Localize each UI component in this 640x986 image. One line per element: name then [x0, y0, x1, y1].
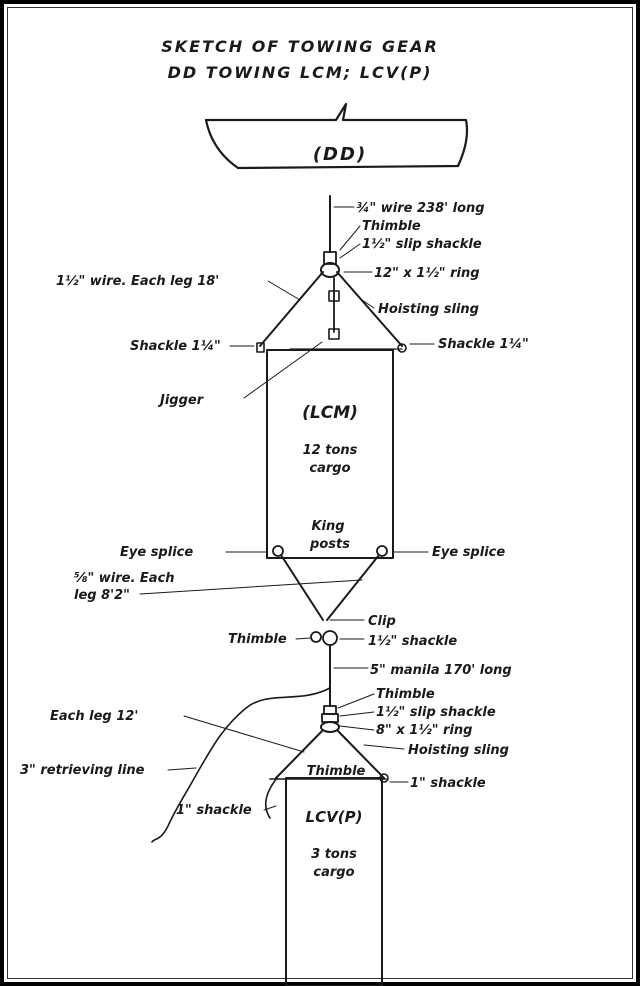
eye-splice-right [376, 545, 388, 557]
label-manila: 5" manila 170' long [370, 663, 512, 678]
leader-wire-8 [139, 579, 363, 595]
lcm-box [266, 349, 394, 559]
ship-hull-outline [204, 102, 469, 170]
label-jigger: Jigger [157, 393, 205, 408]
sling-leg-right [336, 271, 403, 347]
label-eye-splice-left: Eye splice [120, 545, 193, 560]
leader-each-leg-12 [183, 715, 305, 753]
lcvp-cargo-line-2: cargo [313, 865, 354, 880]
label-wire-18: 1½" wire. Each leg 18' [56, 274, 219, 289]
label-shackle-1-right: 1" shackle [410, 776, 486, 791]
label-shackle-right-top: Shackle 1¼" [438, 337, 529, 352]
retrieving-line [151, 687, 331, 843]
lcvp-name: LCV(P) [306, 808, 363, 826]
shackle-mid [322, 630, 338, 646]
label-ring-top: 12" x 1½" ring [374, 266, 480, 281]
lcvp-sling-leg-right [336, 729, 385, 779]
label-slip-shackle-top: 1½" slip shackle [362, 237, 482, 252]
label-clip: Clip [368, 614, 396, 629]
label-eye-splice-right: Eye splice [432, 545, 505, 560]
leader-slip-shackle-low [339, 711, 375, 717]
shackle-left-top [256, 342, 265, 353]
jigger-block-bottom [328, 328, 340, 340]
king-posts-line-1: King [311, 519, 344, 534]
label-thimble-top: Thimble [362, 219, 421, 234]
leader-thimble-mid [295, 637, 311, 640]
title-line-1: SKETCH OF TOWING GEAR [161, 37, 439, 56]
leader-hoisting-sling-top [361, 299, 375, 309]
shackle-right-top [397, 343, 407, 353]
eye-splice-left [272, 545, 284, 557]
shackle-1-right [379, 773, 389, 783]
bridle-leg-right [326, 554, 380, 621]
leader-slip-shackle-top [339, 243, 361, 259]
leader-jigger [243, 341, 323, 399]
ring-top [320, 262, 340, 278]
label-wire-8-line-1: ⅝" wire. Each [74, 571, 175, 586]
label-ring-low: 8" x 1½" ring [376, 723, 472, 738]
label-wire-8-line-2: leg 8'2" [74, 588, 130, 603]
leader-wire-18 [267, 280, 301, 301]
label-hoisting-sling-low: Hoisting sling [408, 743, 509, 758]
ring-low [320, 721, 340, 733]
sling-leg-left [259, 271, 324, 347]
label-slip-shackle-low: 1½" slip shackle [376, 705, 496, 720]
lcm-name: (LCM) [302, 403, 358, 423]
label-hoisting-sling-top: Hoisting sling [378, 302, 479, 317]
lcvp-cargo-line-1: 3 tons [311, 847, 357, 862]
jigger-block-top [328, 290, 340, 302]
lcvp-sling-leg-left [275, 729, 324, 779]
label-wire-238: ¾" wire 238' long [356, 201, 485, 216]
label-shackle-left-top: Shackle 1¼" [130, 339, 221, 354]
thimble-mid [310, 631, 322, 643]
leader-thimble-top [339, 225, 361, 251]
title-line-2: DD TOWING LCM; LCV(P) [168, 63, 433, 82]
lcm-cargo-line-2: cargo [309, 461, 350, 476]
label-retrieving-line: 3" retrieving line [20, 763, 145, 778]
label-shackle-1-left: 1" shackle [176, 803, 252, 818]
leader-retrieving-line [167, 767, 197, 771]
slip-shackle-body-low [321, 713, 339, 723]
leader-thimble-low [337, 693, 375, 709]
leader-hoisting-sling-low [363, 744, 405, 750]
ship-label: (DD) [313, 144, 367, 165]
label-shackle-mid: 1½" shackle [368, 634, 457, 649]
label-thimble-low: Thimble [376, 687, 435, 702]
lcm-cargo-line-1: 12 tons [303, 443, 358, 458]
leader-ring-low [339, 725, 375, 731]
label-thimble-lcvp: Thimble [307, 764, 366, 779]
bridle-leg-left [280, 554, 324, 621]
leader-shackle-1-left [263, 805, 277, 811]
label-each-leg-12: Each leg 12' [50, 709, 138, 724]
king-posts-line-2: posts [309, 537, 350, 552]
slip-shackle-low [323, 705, 337, 715]
retrieving-line-to-lcvp [265, 777, 278, 819]
label-thimble-mid: Thimble [228, 632, 287, 647]
lcvp-box [285, 777, 383, 986]
